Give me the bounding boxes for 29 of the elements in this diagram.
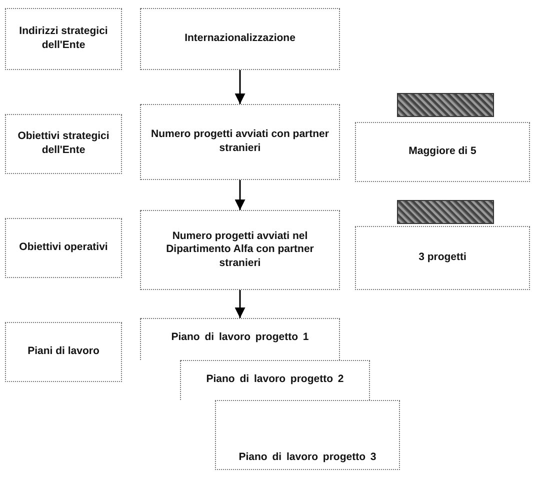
node-label: Piano di lavoro progetto 2 bbox=[205, 373, 345, 387]
process-box bbox=[5, 114, 122, 174]
node-label: Maggiore di 5 bbox=[408, 145, 478, 159]
node-label: Internazionalizzazione bbox=[184, 32, 296, 46]
node-label: Indirizzi strategici dell'Ente bbox=[18, 25, 109, 53]
node-label: Piano di lavoro progetto 3 bbox=[238, 451, 378, 465]
stacked-plan-box bbox=[140, 318, 340, 360]
process-box bbox=[355, 122, 530, 182]
node-label: Piano di lavoro progetto 1 bbox=[170, 331, 310, 345]
process-box bbox=[355, 226, 530, 290]
process-box bbox=[140, 104, 340, 180]
shaded-block bbox=[397, 93, 494, 117]
node-label: Numero progetti avviati con partner stranieri bbox=[150, 128, 330, 156]
stacked-plan-box bbox=[180, 360, 370, 400]
process-box bbox=[5, 322, 122, 382]
process-box bbox=[140, 210, 340, 290]
node-label: Piani di lavoro bbox=[26, 345, 100, 359]
arrow bbox=[234, 180, 246, 210]
stacked-plan-box bbox=[215, 400, 400, 470]
arrow bbox=[234, 290, 246, 318]
process-box bbox=[140, 8, 340, 70]
node-label: Obiettivi operativi bbox=[18, 241, 109, 255]
process-box bbox=[5, 218, 122, 278]
node-label: 3 progetti bbox=[418, 251, 468, 265]
node-label: Obiettivi strategici dell'Ente bbox=[16, 130, 110, 158]
process-box bbox=[5, 8, 122, 70]
arrow bbox=[234, 70, 246, 104]
node-label: Numero progetti avviati nel Dipartimento Alfa con partner stranieri bbox=[165, 230, 315, 270]
shaded-block bbox=[397, 200, 494, 224]
